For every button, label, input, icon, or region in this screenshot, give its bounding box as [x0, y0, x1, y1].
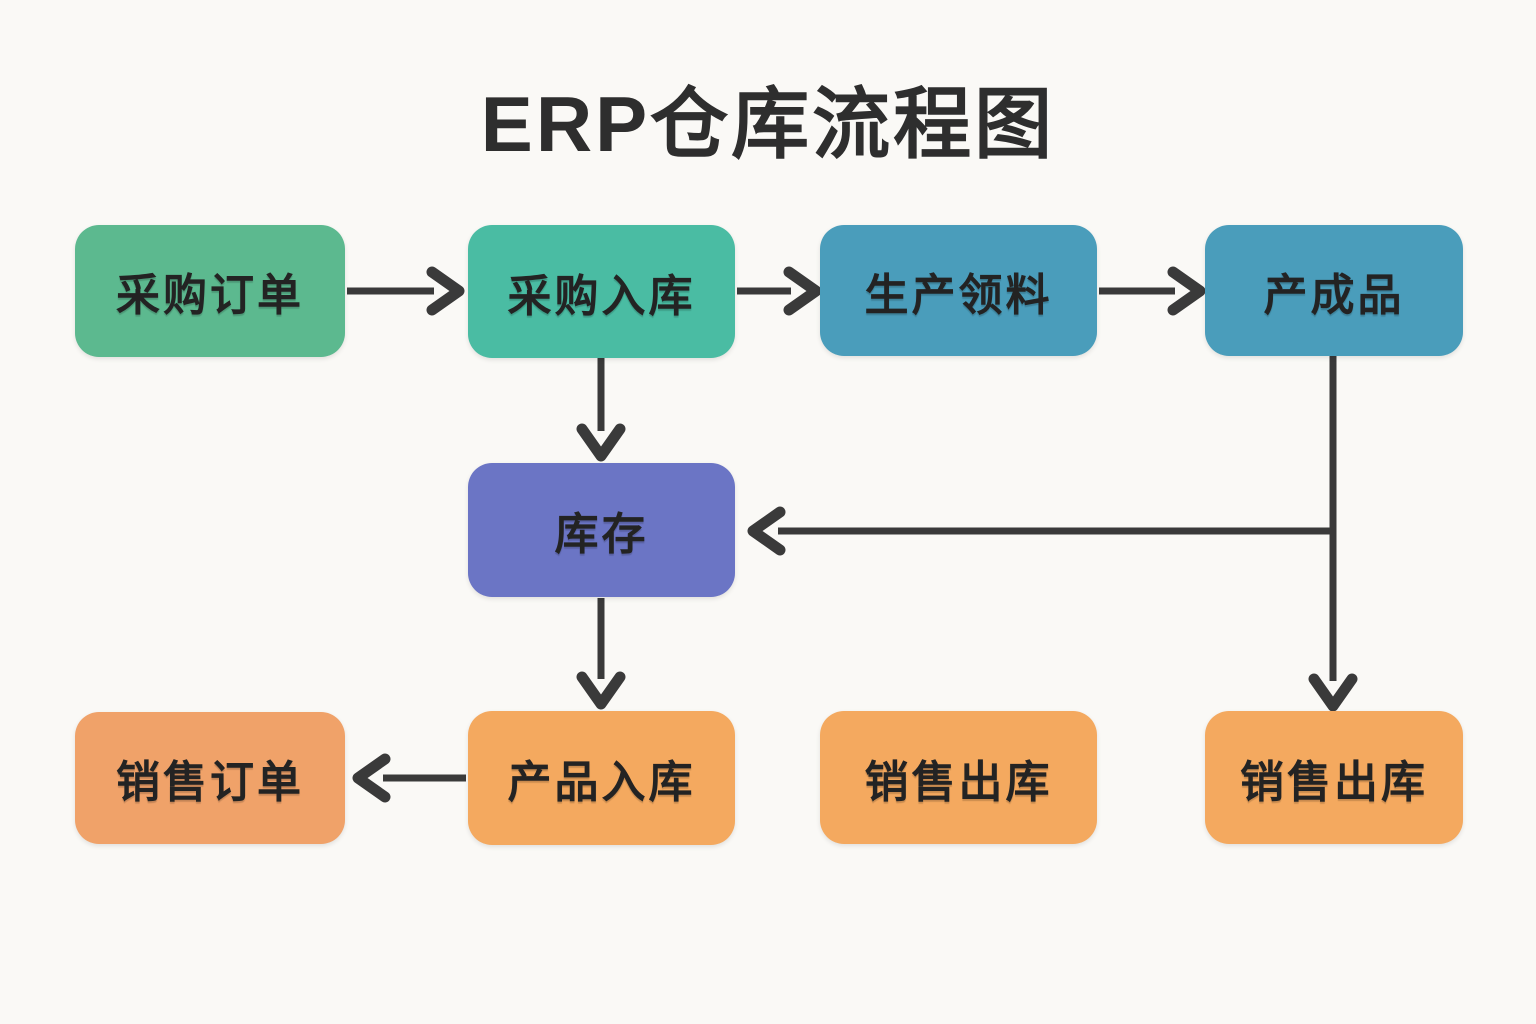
arrow-finished-goods-to-sales-outbound: [1308, 673, 1358, 712]
node-purchase-order: 采购订单: [75, 225, 345, 357]
arrow-purchase-order-to-purchase-inbound: [347, 266, 465, 316]
arrow-production-picking-to-finished-goods: [1099, 266, 1206, 316]
arrow-product-inbound-to-sales-order: [352, 753, 466, 803]
node-sales-outbound-2: 销售出库: [1205, 711, 1463, 844]
arrow-purchase-inbound-to-production-picking: [737, 266, 822, 316]
arrow-inventory-to-product-inbound: [576, 598, 626, 710]
arrow-finished-goods-to-inventory: [747, 356, 1337, 681]
arrow-purchase-inbound-to-inventory: [576, 358, 626, 462]
node-finished-goods: 产成品: [1205, 225, 1463, 356]
node-inventory: 库存: [468, 463, 735, 597]
page-title: ERP仓库流程图: [480, 80, 1056, 168]
node-product-inbound: 产品入库: [468, 711, 735, 845]
node-purchase-inbound: 采购入库: [468, 225, 735, 358]
node-sales-order: 销售订单: [75, 712, 345, 844]
node-production-picking: 生产领料: [820, 225, 1097, 356]
node-sales-outbound-1: 销售出库: [820, 711, 1097, 844]
